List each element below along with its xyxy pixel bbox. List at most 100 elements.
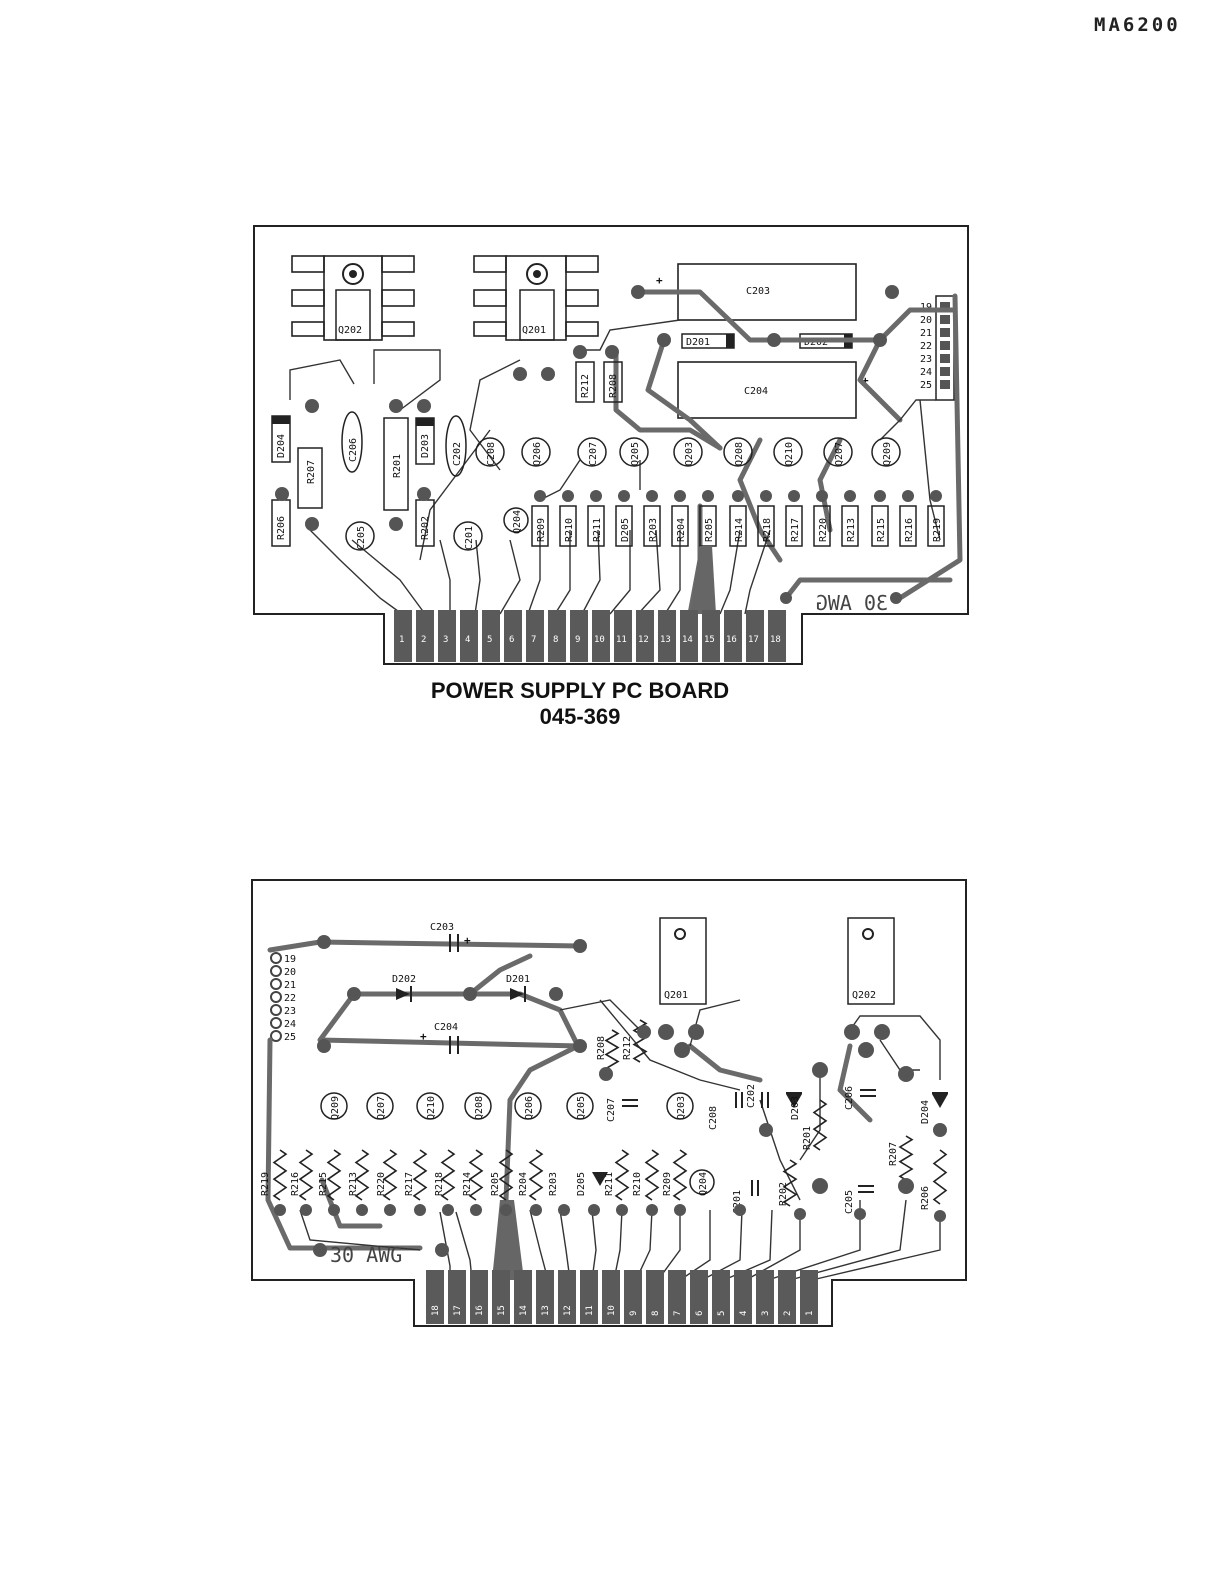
resistor-symbol [812,1099,828,1151]
svg-text:D202: D202 [392,974,416,985]
top-vertical-components [271,361,623,547]
svg-text:R209: R209 [536,518,547,542]
svg-text:4: 4 [465,635,470,645]
svg-text:4: 4 [739,1311,749,1316]
top-pads [275,285,942,604]
bottom-edge-connector [426,1270,818,1324]
svg-text:R203: R203 [648,518,659,542]
svg-text:R211: R211 [592,518,603,542]
svg-text:R217: R217 [790,518,801,542]
svg-text:18: 18 [431,1305,441,1316]
svg-text:R207: R207 [888,1142,899,1166]
svg-text:C207: C207 [606,1098,617,1122]
svg-text:23: 23 [284,1006,296,1017]
svg-text:R216: R216 [290,1172,301,1196]
svg-text:C205: C205 [844,1190,855,1214]
svg-text:21: 21 [284,980,296,991]
caption-title: POWER SUPPLY PC BOARD [430,678,730,703]
svg-text:10: 10 [594,635,605,645]
svg-text:13: 13 [541,1305,551,1316]
svg-text:R206: R206 [276,516,287,540]
svg-text:11: 11 [616,635,627,645]
svg-text:12: 12 [563,1305,573,1316]
svg-text:Q203: Q203 [676,1096,687,1120]
svg-text:R205: R205 [704,518,715,542]
svg-text:R201: R201 [802,1126,813,1150]
svg-text:R208: R208 [596,1036,607,1060]
svg-text:1: 1 [399,635,404,645]
resistor-symbol [382,1149,398,1201]
resistor-symbol [468,1149,484,1201]
d201-label: D201 [686,337,710,348]
q202-label: Q202 [338,325,362,336]
resistor-symbol [528,1149,544,1201]
resistor-symbol [782,1159,798,1207]
svg-text:R214: R214 [734,518,745,542]
resistor-symbol [932,1149,948,1205]
svg-text:12: 12 [638,635,649,645]
svg-text:Q202: Q202 [852,990,876,1001]
c204-label: C204 [744,386,768,397]
top-board-outline [253,225,969,665]
resistor-symbol [412,1149,428,1201]
board-caption: POWER SUPPLY PC BOARD 045-369 [380,678,780,730]
resistor-symbol [604,1029,620,1073]
b-c203-label: C203 [430,922,454,933]
svg-text:D204: D204 [276,434,287,458]
top-wire-label: 30 AWG [816,591,888,615]
svg-text:10: 10 [607,1305,617,1316]
svg-text:C201: C201 [732,1190,743,1214]
svg-text:C207: C207 [588,442,599,466]
svg-text:Q210: Q210 [426,1096,437,1120]
svg-text:R208: R208 [608,374,619,398]
svg-text:Q209: Q209 [882,442,893,466]
svg-text:R205: R205 [490,1172,501,1196]
svg-text:20: 20 [920,315,932,326]
svg-text:2: 2 [421,635,426,645]
svg-text:R219: R219 [932,518,943,542]
svg-text:R213: R213 [348,1172,359,1196]
svg-text:R210: R210 [564,518,575,542]
svg-text:+: + [656,274,663,287]
svg-text:Q203: Q203 [684,442,695,466]
svg-text:8: 8 [553,635,558,645]
svg-text:R217: R217 [404,1172,415,1196]
svg-text:3: 3 [761,1311,771,1316]
svg-text:Q207: Q207 [834,442,845,466]
bottom-wire-label: 30 AWG [330,1243,402,1267]
resistor-symbol [440,1149,456,1201]
svg-text:14: 14 [519,1305,529,1316]
svg-text:Q208: Q208 [474,1096,485,1120]
svg-text:5: 5 [717,1311,727,1316]
svg-text:R212: R212 [622,1036,633,1060]
resistor-symbol [898,1135,914,1181]
svg-text:R212: R212 [580,374,591,398]
svg-text:R216: R216 [904,518,915,542]
resistor-symbol [644,1149,660,1201]
svg-text:R204: R204 [518,1172,529,1196]
svg-text:17: 17 [453,1305,463,1316]
svg-text:R201: R201 [392,454,403,478]
svg-text:Q204: Q204 [512,510,523,534]
svg-text:13: 13 [660,635,671,645]
svg-text:9: 9 [575,635,580,645]
svg-text:R209: R209 [662,1172,673,1196]
svg-text:18: 18 [770,635,781,645]
svg-text:R210: R210 [632,1172,643,1196]
svg-text:R202: R202 [778,1182,789,1206]
svg-text:R202: R202 [420,516,431,540]
svg-text:C201: C201 [464,526,475,550]
bottom-pads [274,935,947,1257]
svg-text:R213: R213 [846,518,857,542]
model-number: MA6200 [1094,14,1181,36]
resistor-symbol [632,1019,648,1063]
svg-text:8: 8 [651,1311,661,1316]
top-small-devices [345,437,901,551]
svg-text:5: 5 [487,635,492,645]
svg-text:25: 25 [284,1032,296,1043]
svg-text:D203: D203 [790,1096,801,1120]
svg-text:C202: C202 [746,1084,757,1108]
svg-text:7: 7 [531,635,536,645]
svg-text:Q210: Q210 [784,442,795,466]
